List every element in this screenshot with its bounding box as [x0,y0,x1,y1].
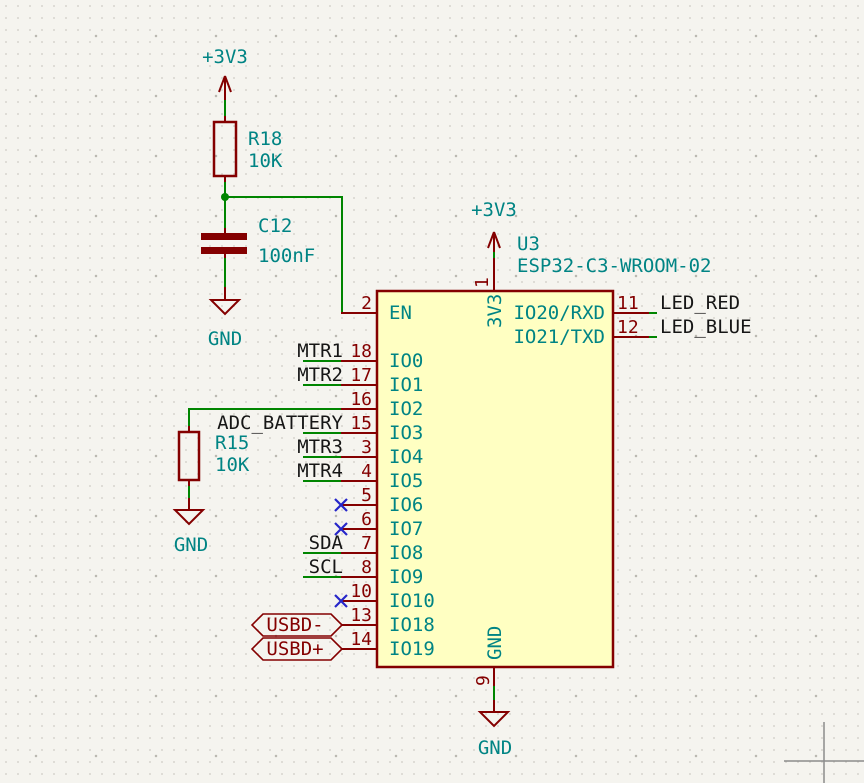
wire-adc[interactable] [188,408,341,426]
pin-number[interactable]: 8 [361,557,372,578]
pin-number-top[interactable]: 1 [472,277,493,288]
pin-name[interactable]: IO3 [389,422,423,444]
capacitor-c12[interactable]: C12 100nF [201,215,315,267]
pin-name[interactable]: IO1 [389,374,423,396]
value-u3[interactable]: ESP32-C3-WROOM-02 [517,255,711,277]
value-r18[interactable]: 10K [248,150,283,172]
pin-number[interactable]: 15 [350,413,372,434]
net-label[interactable]: LED_RED [660,292,740,314]
pin-number[interactable]: 4 [361,461,372,482]
power-label-3v3-u3[interactable]: +3V3 [471,199,517,221]
net-label[interactable]: MTR4 [297,460,343,482]
no-connect-icon[interactable] [334,498,348,512]
pin-name-gnd[interactable]: GND [484,626,506,660]
sheet-corner-marker [784,722,864,783]
power-label-gnd-u3[interactable]: GND [478,737,512,759]
pin-name[interactable]: IO2 [389,398,423,420]
pin-name[interactable]: IO7 [389,518,423,540]
pin-name[interactable]: IO4 [389,446,423,468]
pin-name[interactable]: IO0 [389,350,423,372]
global-label-shape[interactable] [250,613,344,637]
pin-number[interactable]: 2 [361,293,372,314]
global-label[interactable]: USBD+ [266,638,323,660]
global-label-shape[interactable] [250,637,344,661]
pin-name[interactable]: IO9 [389,566,423,588]
pin-number[interactable]: 14 [350,629,372,650]
pin-name[interactable]: IO6 [389,494,423,516]
reference-c12[interactable]: C12 [258,215,292,237]
pin-number[interactable]: 13 [350,605,372,626]
resistor-body[interactable] [177,430,201,482]
resistor-r18[interactable]: R18 10K [212,116,283,182]
pin-name[interactable]: IO5 [389,470,423,492]
net-label[interactable]: MTR2 [297,364,343,386]
pin-number[interactable]: 3 [361,437,372,458]
pin-name[interactable]: IO21/TXD [513,326,605,348]
pin-name[interactable]: IO8 [389,542,423,564]
pin-number[interactable]: 17 [350,365,372,386]
gnd-triangle-icon [477,711,511,728]
pin-number[interactable]: 16 [350,389,372,410]
resistor-body[interactable] [212,120,238,178]
pin-number[interactable]: 6 [361,509,372,530]
power-label-gnd-r15[interactable]: GND [174,534,208,556]
power-arrow-icon [487,231,501,252]
ic-body[interactable] [375,289,615,669]
reference-r15[interactable]: R15 [215,432,249,454]
reference-u3[interactable]: U3 [517,233,540,255]
pin-name[interactable]: IO10 [389,590,435,612]
gnd-triangle-icon [208,299,242,316]
pin-name-3v3[interactable]: 3V3 [484,294,506,328]
pin-number[interactable]: 7 [361,533,372,554]
net-label[interactable]: MTR3 [297,436,343,458]
power-label-3v3-left[interactable]: +3V3 [202,46,248,68]
pin-number[interactable]: 5 [361,485,372,506]
power-arrow-icon [218,75,232,100]
power-flag-3v3-u3[interactable]: +3V3 [471,199,517,258]
power-gnd-u3[interactable]: GND [477,711,512,759]
pin-name[interactable]: IO18 [389,614,435,636]
net-label[interactable]: SCL [309,556,343,578]
pin-number[interactable]: 10 [350,581,372,602]
power-label-gnd-c12[interactable]: GND [208,328,242,350]
pin-name[interactable]: IO19 [389,638,435,660]
power-gnd-c12[interactable]: GND [208,287,242,350]
pin-name[interactable]: EN [389,302,412,324]
capacitor-plate[interactable] [201,247,247,254]
no-connect-icon[interactable] [334,522,348,536]
pin-number[interactable]: 12 [617,317,639,338]
global-label[interactable]: USBD- [266,614,323,636]
gnd-triangle-icon [172,509,206,526]
resistor-r15[interactable]: R15 10K [177,426,250,486]
net-label[interactable]: MTR1 [297,340,343,362]
pin-number-bottom[interactable]: 9 [473,675,494,686]
no-connect-icon[interactable] [334,594,348,608]
pin-number[interactable]: 18 [350,341,372,362]
pin-name[interactable]: IO20/RXD [513,302,605,324]
ic-pin-rows: 2 EN 18 IO0 MTR1 17 IO1 MTR2 16 IO2 15 IO3 ADC_BATTE… [217,292,752,661]
net-label[interactable]: ADC_BATTERY [217,412,343,434]
value-c12[interactable]: 100nF [258,245,315,267]
net-label[interactable]: SDA [309,532,344,554]
capacitor-plate[interactable] [201,233,247,240]
net-label[interactable]: LED_BLUE [660,316,752,338]
power-flag-3v3-left[interactable]: +3V3 [202,46,248,100]
power-gnd-r15[interactable]: GND [172,498,208,556]
pin-number[interactable]: 11 [617,293,639,314]
value-r15[interactable]: 10K [215,454,250,476]
reference-r18[interactable]: R18 [248,128,282,150]
